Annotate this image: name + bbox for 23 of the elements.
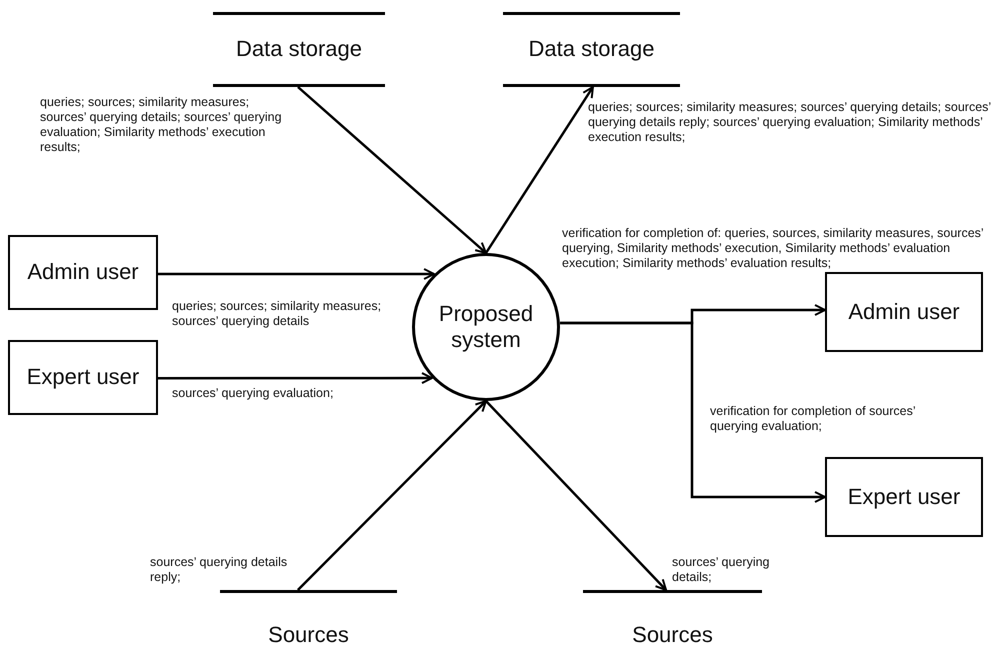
node-label: Data storage [528,36,654,63]
node-label: Sources [632,622,713,648]
node-label: Proposed system [438,300,534,354]
edge-label: sources’ querying details reply; [150,555,288,585]
arrow [158,372,433,384]
data-store [213,12,385,87]
node-label: Admin user [848,298,960,326]
arrow [297,86,487,254]
entity-box [825,272,983,352]
node-label: Expert user [848,484,960,510]
node-label: Admin user [27,259,139,286]
entity-box [8,340,158,415]
entity-box [8,235,158,310]
arrow [484,86,594,254]
arrow [560,322,826,503]
entity-box [825,457,983,537]
data-store [503,12,680,87]
node-label: Sources [268,622,349,648]
arrow [485,400,668,591]
arrow [297,400,487,591]
arrow [158,268,436,280]
node-label: Data storage [236,36,362,63]
node-label: Expert user [26,364,140,391]
